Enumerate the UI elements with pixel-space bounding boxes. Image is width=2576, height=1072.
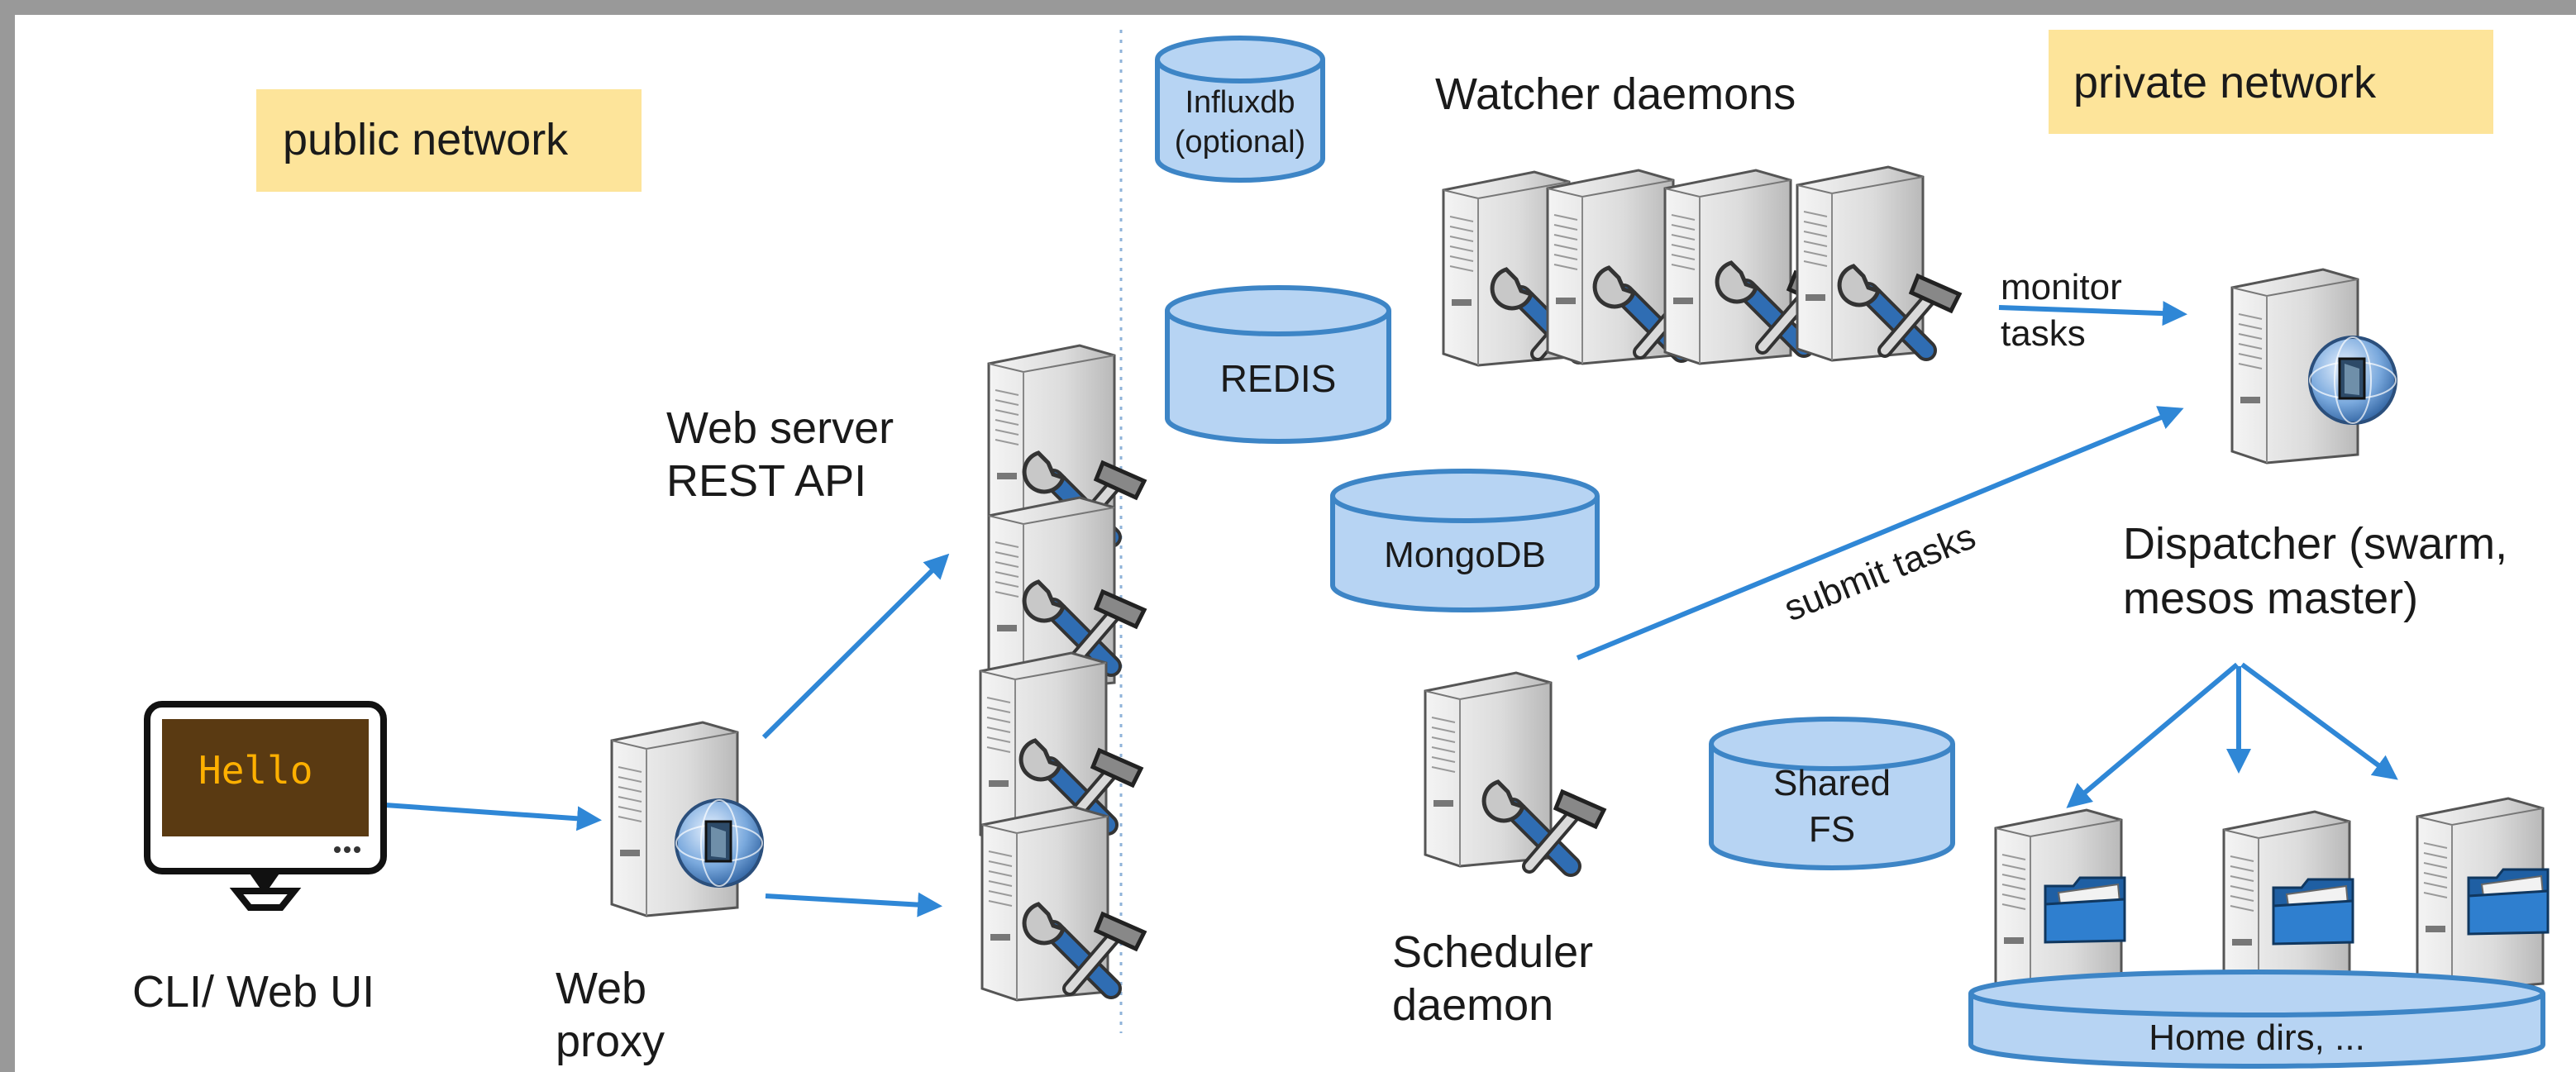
cli-web-ui-label: CLI/ Web UI: [132, 967, 374, 1017]
dispatcher-label-line1: Dispatcher (swarm,: [2123, 519, 2507, 569]
compute-node-icon-3: [2416, 797, 2550, 993]
influxdb-label-line2: (optional): [1175, 125, 1305, 160]
monitor-tasks-label-line1: monitor: [2001, 267, 2122, 307]
arrow-proxy-to-webserver-top: [761, 553, 950, 740]
redis-cylinder: REDIS: [1165, 285, 1391, 444]
monitor-screen-text: Hello: [198, 748, 312, 793]
watcher-daemons-group: [1442, 165, 1959, 367]
shared-fs-label-line2: FS: [1809, 809, 1855, 850]
mongodb-cylinder: MongoDB: [1330, 469, 1600, 612]
scheduler-label-line1: Scheduler: [1392, 927, 1593, 977]
public-network-text: public network: [283, 115, 569, 164]
arrow-dispatcher-to-node-left: [2066, 662, 2239, 808]
arrow-client-to-proxy: [384, 803, 602, 831]
monitor-tasks-label-line2: tasks: [2001, 313, 2086, 354]
influxdb-cylinder: Influxdb (optional): [1155, 36, 1325, 183]
shared-fs-label-line1: Shared: [1773, 763, 1891, 803]
dispatcher-label-line2: mesos master): [2123, 574, 2418, 623]
redis-label: REDIS: [1220, 357, 1337, 400]
mongodb-label: MongoDB: [1384, 535, 1546, 575]
shared-fs-cylinder: Shared FS: [1709, 717, 1955, 870]
web-proxy-label-line2: proxy: [556, 1017, 665, 1066]
scheduler-label-line2: daemon: [1392, 980, 1553, 1030]
home-dirs-label: Home dirs, ...: [2149, 1017, 2365, 1058]
public-network-label: public network: [256, 89, 642, 192]
client-monitor-icon: Hello: [144, 701, 387, 911]
private-network-label: private network: [2049, 30, 2493, 134]
web-server-label-line1: Web server: [666, 403, 894, 453]
connection-arrows: [384, 301, 2398, 917]
arrow-watchers-to-dispatcher: [1998, 301, 2187, 326]
influxdb-label-line1: Influxdb: [1185, 85, 1295, 120]
web-proxy-label-line1: Web: [556, 964, 646, 1013]
watcher-daemons-title: Watcher daemons: [1435, 69, 1796, 119]
arrow-scheduler-to-dispatcher: [1576, 406, 2184, 660]
private-network-text: private network: [2073, 58, 2377, 107]
arrow-proxy-to-webserver-bottom: [765, 892, 942, 917]
web-server-label-line2: REST API: [666, 456, 866, 506]
arrow-dispatcher-to-node-right: [2240, 662, 2398, 780]
home-dirs-cylinder: Home dirs, ...: [1968, 970, 2545, 1069]
